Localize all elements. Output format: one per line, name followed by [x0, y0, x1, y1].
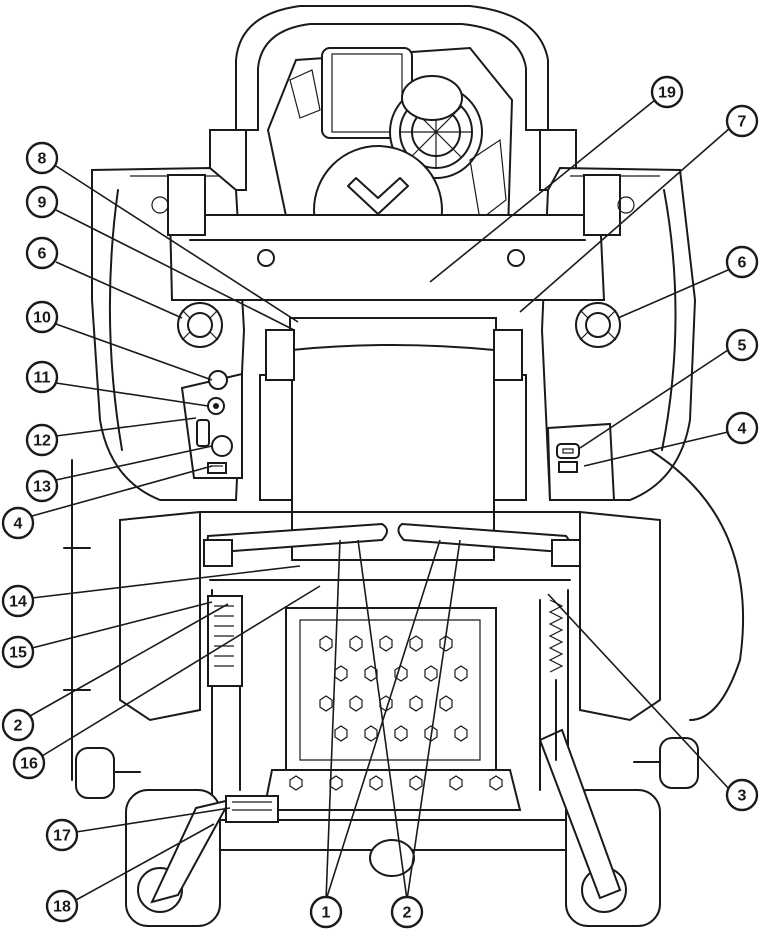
callout-14: 14 — [3, 586, 33, 616]
callout-number: 4 — [738, 421, 747, 438]
callout-number: 2 — [403, 905, 412, 922]
callout-number: 10 — [33, 310, 51, 327]
callout-number: 14 — [9, 594, 27, 611]
callout-11: 11 — [27, 362, 57, 392]
callout-16: 16 — [14, 748, 44, 778]
seat — [260, 318, 526, 560]
ignition-switch-icon — [212, 436, 232, 456]
callout-8: 8 — [27, 143, 57, 173]
callout-number: 15 — [9, 645, 27, 662]
callout-9: 9 — [27, 187, 57, 217]
callout-7: 7 — [727, 106, 757, 136]
callout-5: 5 — [727, 330, 757, 360]
callout-number: 4 — [14, 516, 23, 533]
right-fuel-cap — [576, 303, 620, 347]
callout-number: 13 — [33, 479, 51, 496]
callout-number: 7 — [738, 114, 747, 131]
left-fuel-cap — [178, 303, 222, 347]
left-caster-wheel — [76, 748, 140, 798]
callout-19: 19 — [652, 77, 682, 107]
callout-number: 16 — [20, 756, 38, 773]
callout-4: 4 — [3, 508, 33, 538]
callout-number: 8 — [38, 151, 47, 168]
power-outlet-icon — [559, 462, 577, 472]
callout-number: 3 — [738, 788, 747, 805]
callout-number: 2 — [14, 718, 23, 735]
callout-15: 15 — [3, 637, 33, 667]
callout-number: 9 — [38, 195, 47, 212]
right-deck-shroud — [650, 450, 743, 720]
callout-3: 3 — [727, 780, 757, 810]
power-outlet-icon — [208, 463, 226, 473]
callout-2: 2 — [392, 897, 422, 927]
callout-18: 18 — [47, 891, 77, 921]
callout-17: 17 — [47, 820, 77, 850]
callout-number: 5 — [738, 338, 747, 355]
callout-number: 6 — [38, 246, 47, 263]
callout-number: 18 — [53, 899, 71, 916]
callout-10: 10 — [27, 302, 57, 332]
callout-1: 1 — [311, 897, 341, 927]
callout-2: 2 — [3, 710, 33, 740]
usb-port-icon — [557, 444, 579, 458]
callout-number: 19 — [658, 85, 676, 102]
deck-lift-lever — [64, 460, 90, 780]
callout-number: 11 — [34, 370, 51, 387]
callout-4: 4 — [727, 413, 757, 443]
callout-13: 13 — [27, 471, 57, 501]
callout-number: 17 — [53, 828, 71, 845]
left-height-adjust-plate — [208, 596, 242, 686]
callout-number: 12 — [33, 433, 51, 450]
throttle-control-icon — [197, 420, 209, 446]
deck-lift-pedal — [226, 796, 278, 822]
callout-6: 6 — [727, 247, 757, 277]
callout-number: 1 — [322, 905, 331, 922]
left-control-panel — [182, 371, 242, 478]
callout-12: 12 — [27, 425, 57, 455]
callout-6: 6 — [27, 238, 57, 268]
callout-number: 6 — [738, 255, 747, 272]
